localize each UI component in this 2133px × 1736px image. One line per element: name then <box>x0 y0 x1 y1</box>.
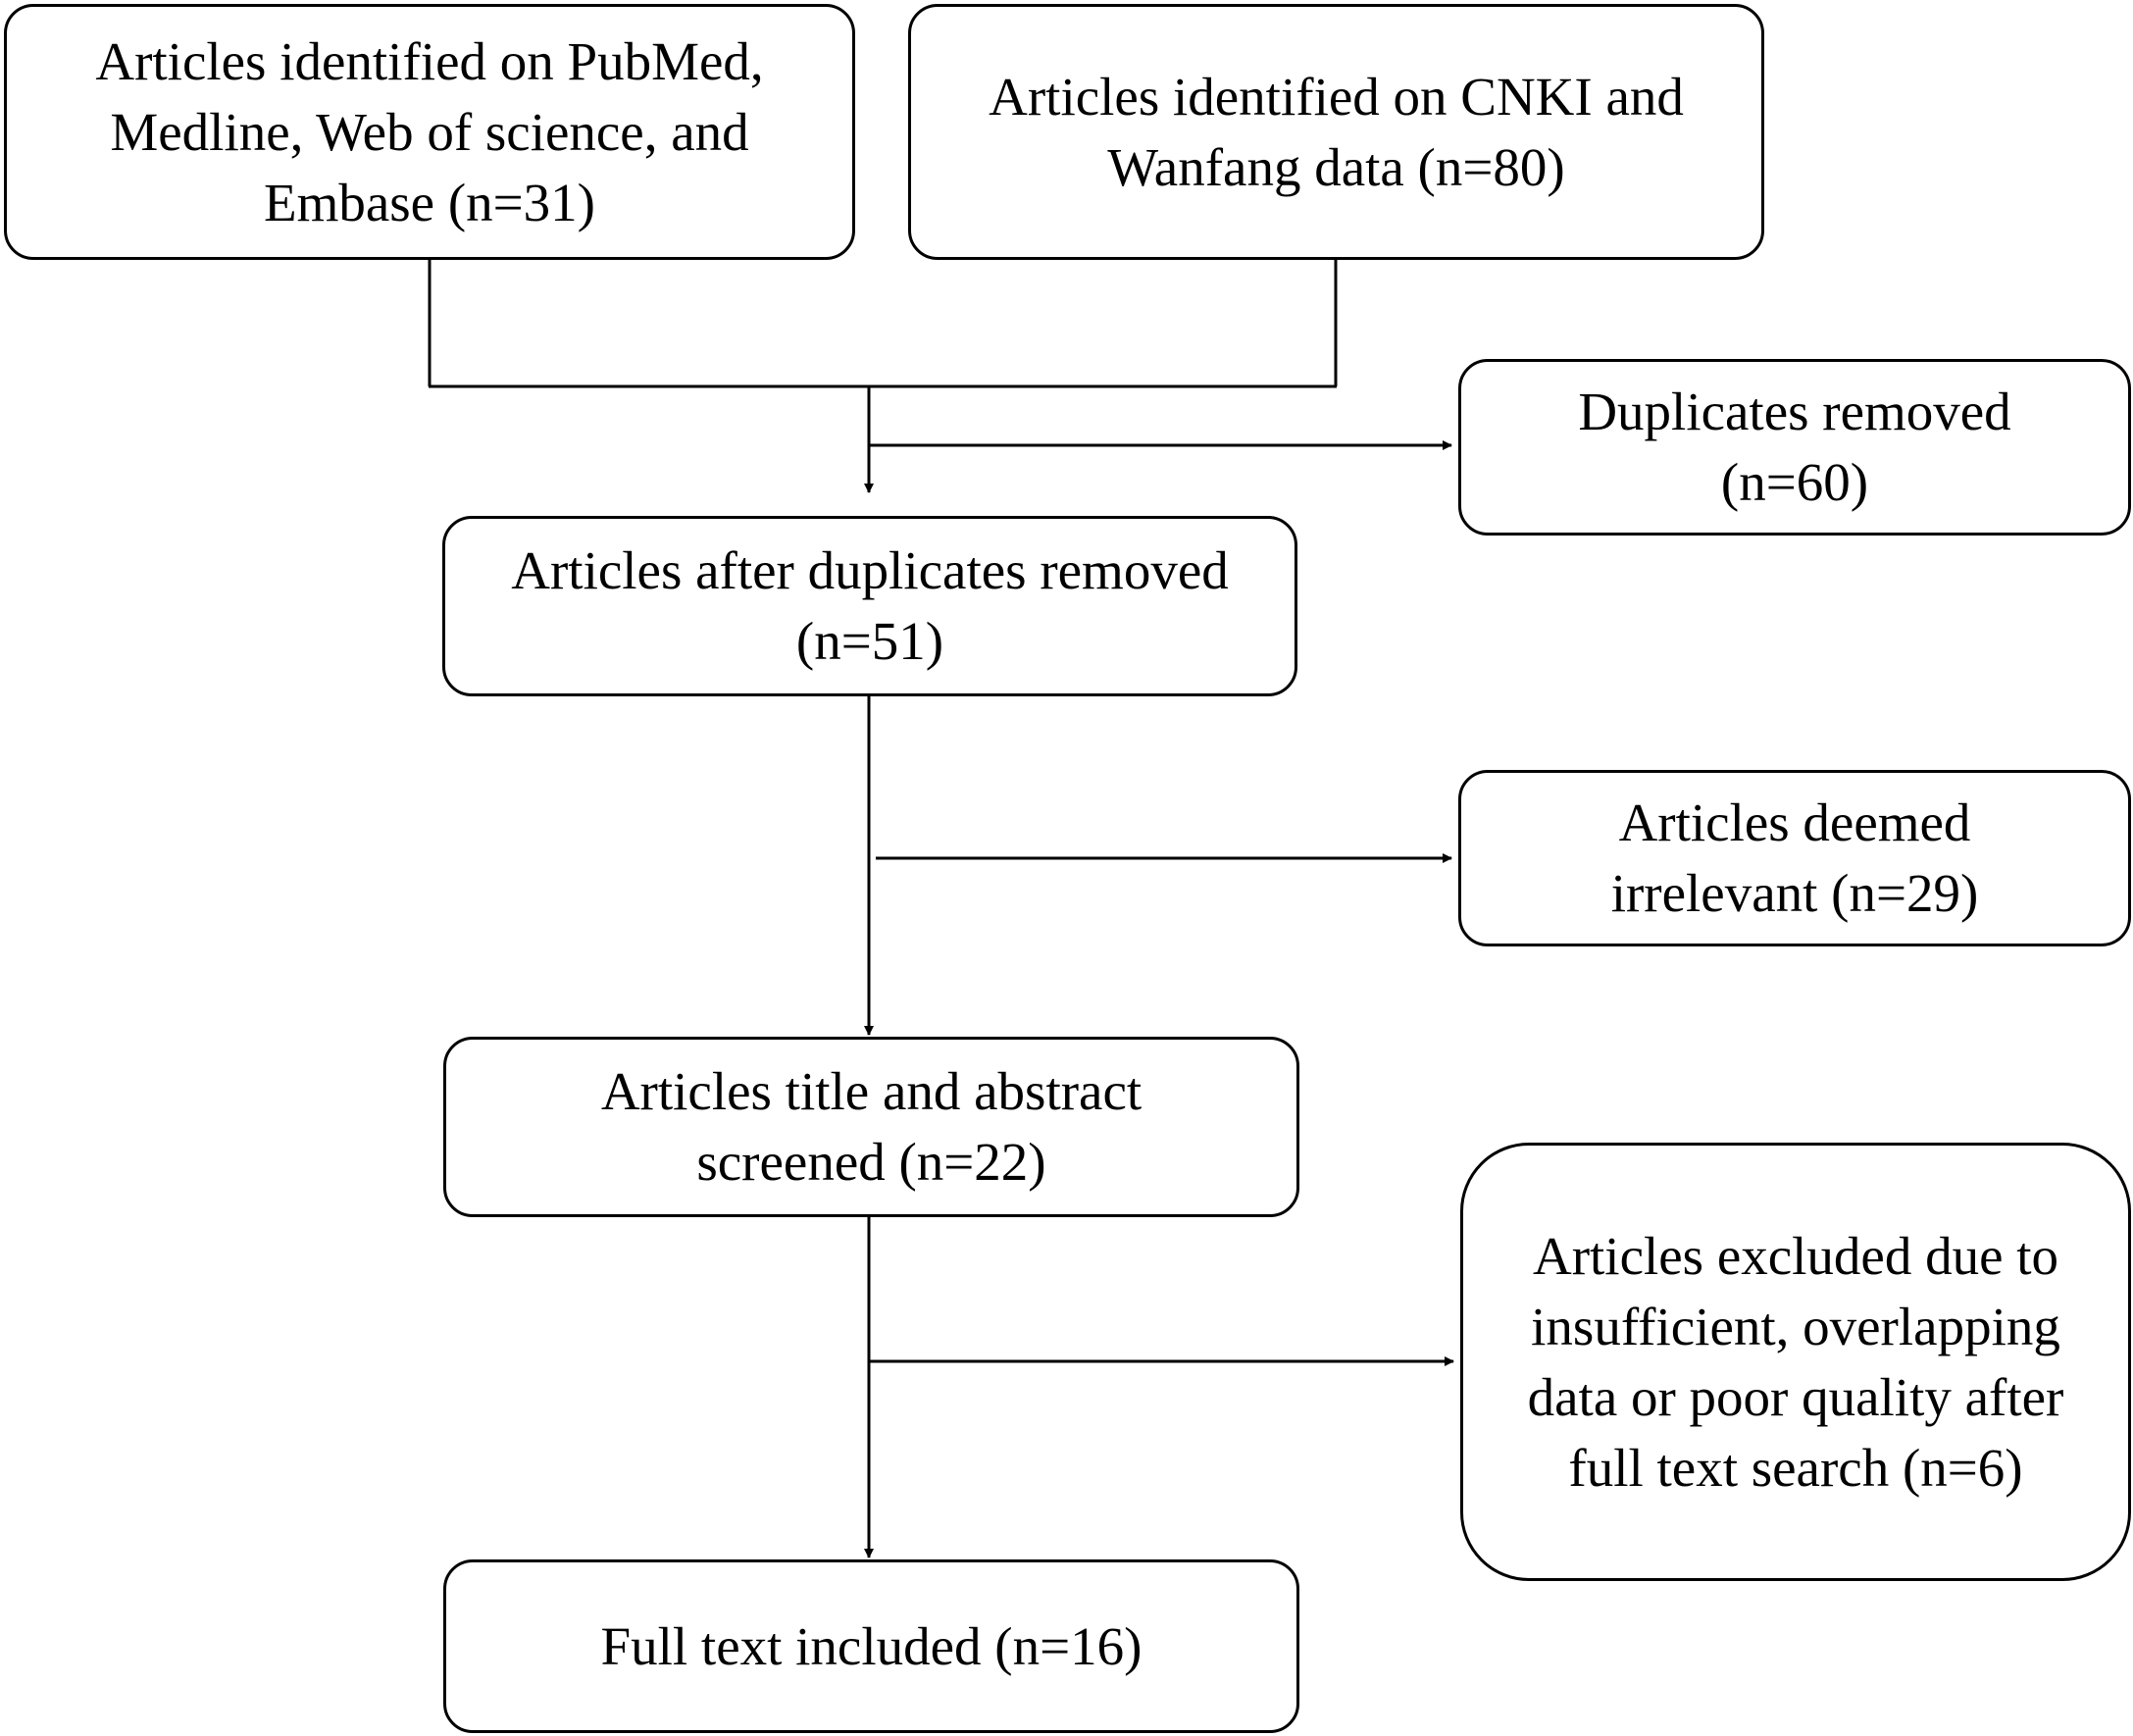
after-duplicates-box: Articles after duplicates removed (n=51) <box>442 516 1297 696</box>
screened-line-1: Articles title and abstract <box>600 1061 1143 1121</box>
screened-line-2: screened (n=22) <box>696 1132 1046 1192</box>
excluded-line-1: Articles excluded due to <box>1532 1225 2059 1286</box>
duplicates-removed-line-1: Duplicates removed <box>1578 382 2011 441</box>
source-pubmed-line-1: Articles identified on PubMed, <box>95 30 764 91</box>
after-duplicates-line-2: (n=51) <box>795 611 944 671</box>
duplicates-removed-line-2: (n=60) <box>1720 452 1869 512</box>
included-line-1: Full text included (n=16) <box>600 1615 1143 1676</box>
excluded-line-3: data or poor quality after <box>1527 1366 2064 1427</box>
source-pubmed-line-2: Medline, Web of science, and <box>110 101 749 162</box>
excluded-line-4: full text search (n=6) <box>1568 1437 2023 1498</box>
screened-box: Articles title and abstract screened (n=… <box>443 1037 1299 1217</box>
excluded-line-2: insufficient, overlapping <box>1531 1296 2060 1356</box>
source-cnki-line-1: Articles identified on CNKI and <box>989 66 1684 127</box>
duplicates-removed-box: Duplicates removed (n=60) <box>1458 359 2131 536</box>
irrelevant-line-2: irrelevant (n=29) <box>1610 863 1979 923</box>
included-box: Full text included (n=16) <box>443 1559 1299 1733</box>
source-pubmed-line-3: Embase (n=31) <box>263 172 595 232</box>
excluded-box: Articles excluded due to insufficient, o… <box>1460 1143 2131 1581</box>
source-cnki-line-2: Wanfang data (n=80) <box>1107 136 1565 197</box>
irrelevant-box: Articles deemed irrelevant (n=29) <box>1458 770 2131 946</box>
irrelevant-line-1: Articles deemed <box>1618 792 1971 852</box>
source-cnki-box: Articles identified on CNKI and Wanfang … <box>908 4 1764 260</box>
after-duplicates-line-1: Articles after duplicates removed <box>511 540 1229 600</box>
source-pubmed-box: Articles identified on PubMed, Medline, … <box>4 4 855 260</box>
